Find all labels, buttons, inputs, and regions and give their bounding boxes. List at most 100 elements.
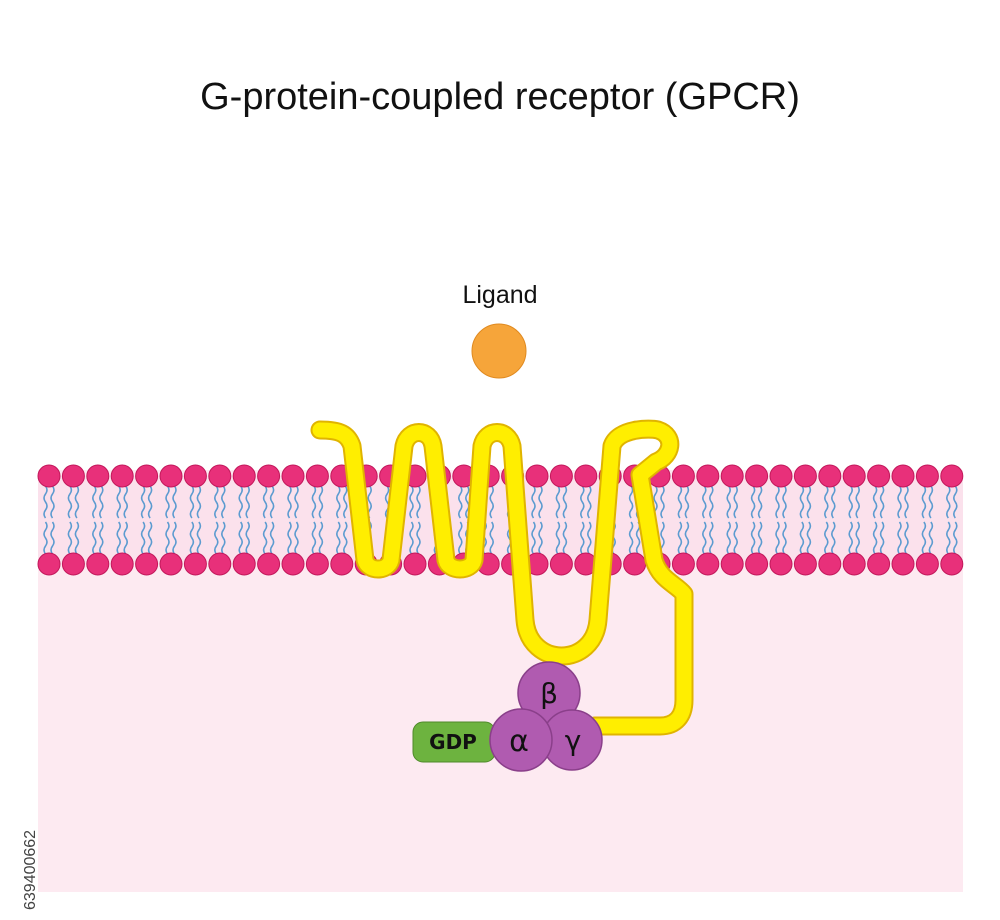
- lipid-tail: [294, 485, 299, 519]
- inner-phospholipid-head: [86, 552, 110, 576]
- lipid-tail: [172, 521, 177, 555]
- lipid-tail: [384, 485, 390, 519]
- outer-phospholipid-head: [37, 464, 61, 488]
- inner-phospholipid-head: [110, 552, 134, 576]
- lipid-tail: [677, 521, 683, 555]
- lipid-tail: [196, 485, 202, 519]
- lipid-tail: [702, 521, 707, 555]
- lipid-tail: [555, 521, 561, 555]
- outer-phospholipid-head: [842, 464, 866, 488]
- inner-phospholipid-head: [232, 552, 256, 576]
- lipid-tail: [67, 521, 73, 555]
- outer-phospholipid-head: [61, 464, 85, 488]
- outer-phospholipid-head: [671, 464, 695, 488]
- lipid-tail: [50, 521, 55, 555]
- lipid-tail: [726, 485, 731, 519]
- lipid-tail: [824, 521, 829, 555]
- outer-phospholipid-head: [281, 464, 305, 488]
- lipid-tail: [628, 485, 634, 519]
- outer-phospholipid-head: [793, 464, 817, 488]
- lipid-tail: [538, 485, 543, 519]
- lipid-tail: [660, 485, 665, 519]
- inner-phospholipid-head: [37, 552, 61, 576]
- gamma-subunit-label: γ: [565, 724, 582, 757]
- lipid-tail: [946, 485, 951, 519]
- inner-phospholipid-head: [281, 552, 305, 576]
- lipid-tail: [775, 485, 780, 519]
- outer-phospholipid-head: [818, 464, 842, 488]
- inner-phospholipid-head: [793, 552, 817, 576]
- lipid-tail: [245, 521, 250, 555]
- lipid-tail: [757, 521, 763, 555]
- lipid-tail: [848, 485, 853, 519]
- lipid-tail: [879, 485, 885, 519]
- alpha-subunit-label: α: [509, 724, 529, 759]
- lipid-tail: [262, 485, 268, 519]
- inner-phospholipid-head: [915, 552, 939, 576]
- lipid-tail: [318, 485, 324, 519]
- lipid-tail: [587, 485, 592, 519]
- lipid-tail: [123, 485, 128, 519]
- lipid-tail: [245, 485, 250, 519]
- lipid-tail: [416, 485, 421, 519]
- lipid-tail: [733, 485, 738, 519]
- lipid-tail: [580, 521, 585, 555]
- lipid-tail: [580, 485, 585, 519]
- lipid-tail: [214, 521, 219, 555]
- lipid-tail: [123, 521, 128, 555]
- lipid-tail: [318, 521, 324, 555]
- lipid-tail: [50, 485, 55, 519]
- inner-phospholipid-head: [696, 552, 720, 576]
- outer-phospholipid-head: [135, 464, 159, 488]
- inner-phospholipid-head: [818, 552, 842, 576]
- lipid-tail: [189, 485, 195, 519]
- lipid-tail: [872, 485, 878, 519]
- inner-phospholipid-head: [257, 552, 281, 576]
- inner-phospholipid-head: [305, 552, 329, 576]
- lipid-tail: [238, 485, 243, 519]
- lipid-tail: [709, 485, 714, 519]
- lipid-tail: [782, 521, 787, 555]
- stock-id-label: 639400662: [22, 829, 39, 910]
- inner-phospholipid-head: [720, 552, 744, 576]
- lipid-tail: [733, 521, 738, 555]
- lipid-tail: [74, 485, 80, 519]
- gdp-label: GDP: [429, 730, 477, 754]
- lipid-tail: [214, 485, 219, 519]
- outer-phospholipid-head: [549, 464, 573, 488]
- lipid-tail: [336, 485, 341, 519]
- inner-phospholipid-head: [769, 552, 793, 576]
- outer-phospholipid-head: [159, 464, 183, 488]
- outer-phospholipid-head: [525, 464, 549, 488]
- lipid-tail: [196, 521, 202, 555]
- lipid-tail: [897, 485, 902, 519]
- outer-phospholipid-head: [940, 464, 964, 488]
- lipid-tail: [831, 521, 836, 555]
- inner-phospholipid-head: [549, 552, 573, 576]
- lipid-tail: [238, 521, 243, 555]
- lipid-tail: [221, 521, 226, 555]
- lipid-tails: [43, 485, 958, 555]
- inner-phospholipid-head: [867, 552, 891, 576]
- lipid-tail: [921, 485, 927, 519]
- outer-phospholipid-head: [574, 464, 598, 488]
- lipid-tail: [946, 521, 951, 555]
- lipid-tail: [824, 485, 829, 519]
- lipid-tail: [294, 521, 299, 555]
- lipid-tail: [928, 521, 934, 555]
- lipid-tail: [116, 485, 121, 519]
- inner-phospholipid-head: [842, 552, 866, 576]
- lipid-tail: [702, 485, 707, 519]
- outer-phospholipid-head: [720, 464, 744, 488]
- g-protein: GDP β α γ: [412, 661, 603, 772]
- lipid-tail: [684, 521, 690, 555]
- lipid-tail: [897, 521, 902, 555]
- lipid-tail: [587, 521, 592, 555]
- lipid-tail: [458, 485, 463, 519]
- lipid-tail: [465, 485, 470, 519]
- lipid-tail: [343, 485, 348, 519]
- lipid-tail: [806, 521, 812, 555]
- lipid-tail: [531, 521, 536, 555]
- lipid-tail: [782, 485, 787, 519]
